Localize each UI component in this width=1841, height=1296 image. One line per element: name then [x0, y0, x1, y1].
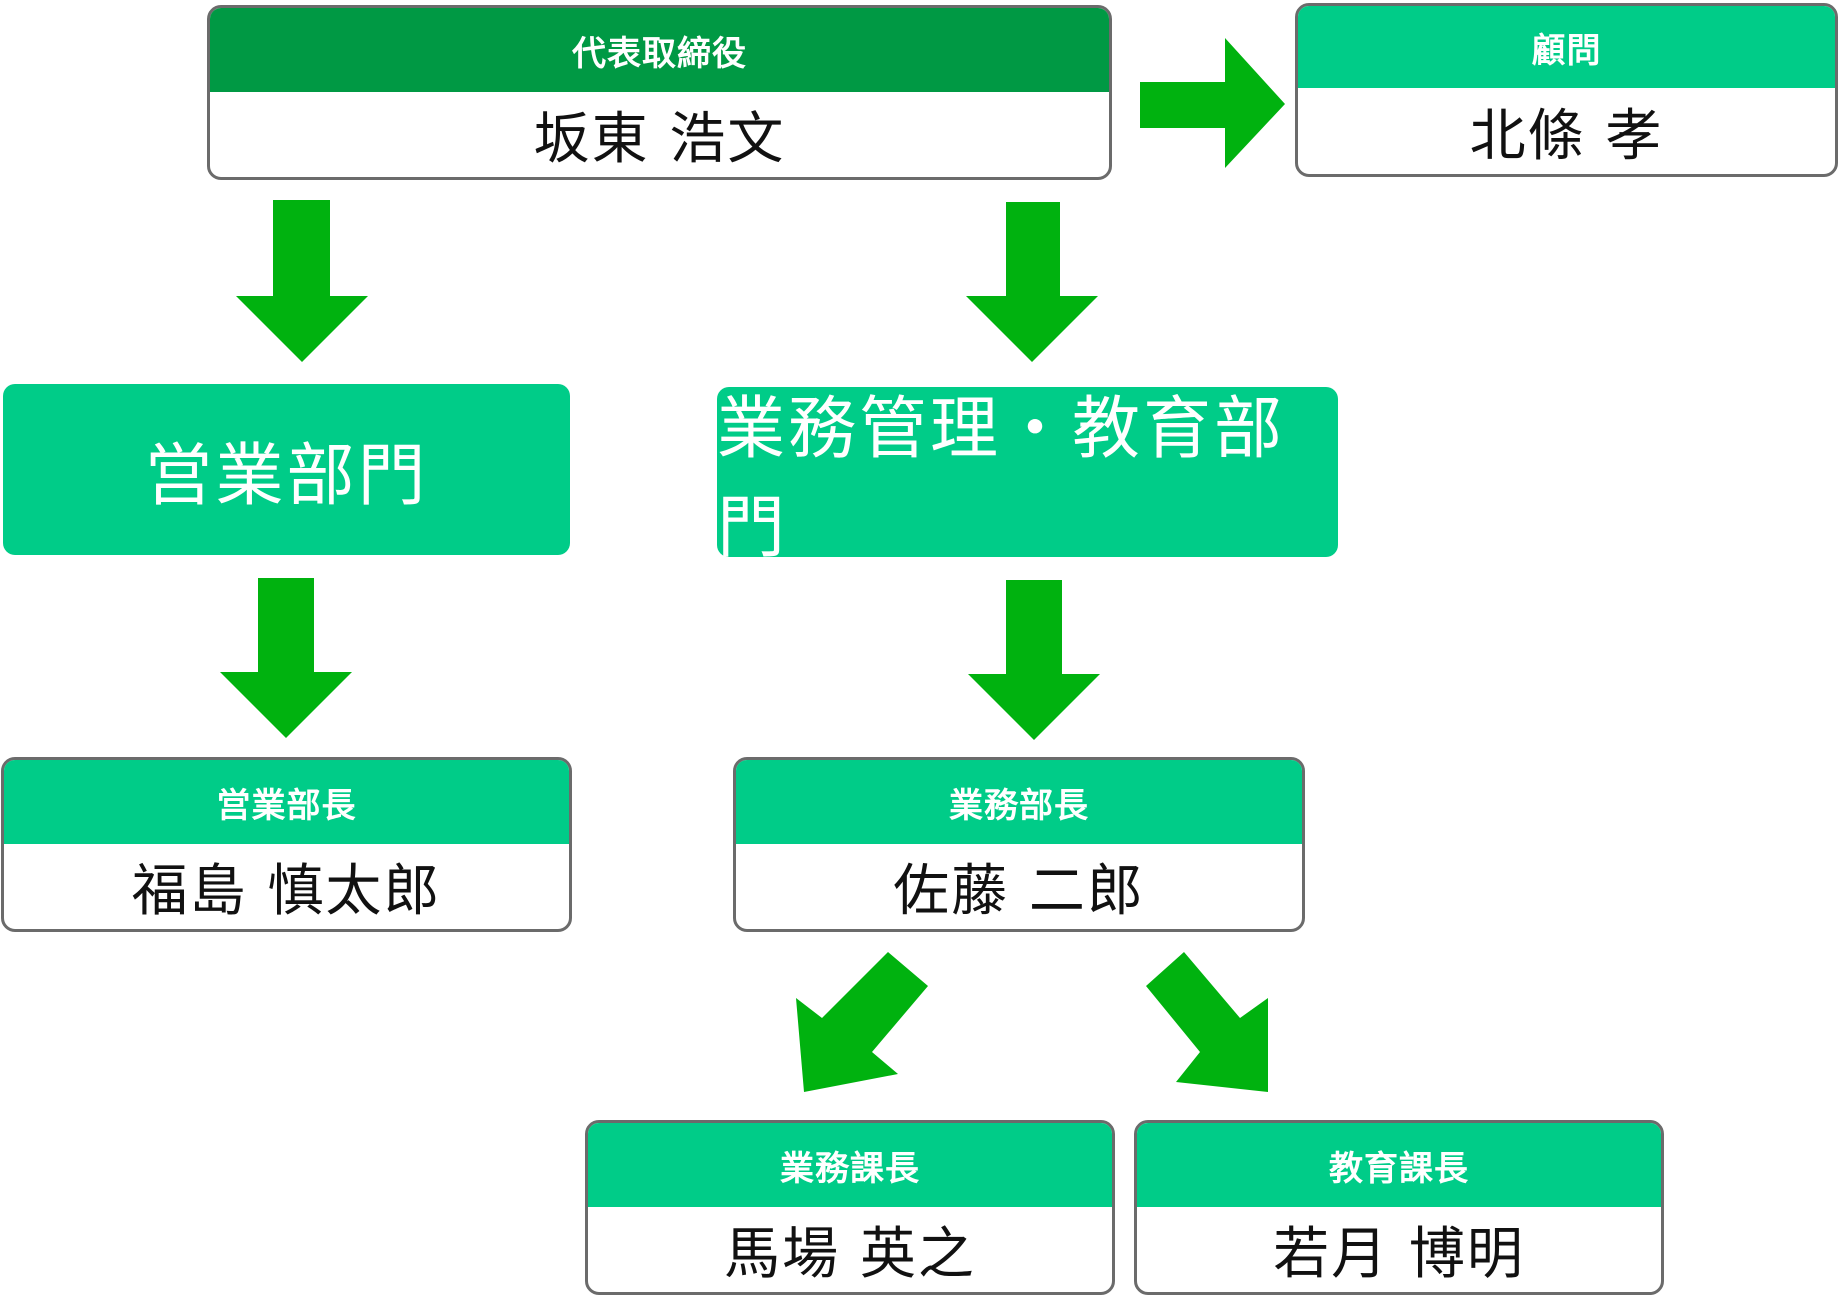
sales-manager-role-header: 営業部長: [4, 760, 569, 844]
education-section-chief-name: 若月 博明: [1273, 1222, 1525, 1287]
operations-education-department-box: 業務管理・教育部門: [717, 387, 1338, 568]
sales-department-box: 営業部門: [3, 384, 570, 555]
ceo-box: 代表取締役 坂東 浩文: [207, 5, 1112, 180]
advisor-box: 顧問 北條 孝: [1295, 3, 1838, 177]
operations-manager-box: 業務部長 佐藤 二郎: [733, 757, 1305, 932]
arrow-manager-to-education-chief: [1146, 952, 1268, 1092]
arrow-sales-dept-to-manager: [220, 578, 352, 738]
operations-section-chief-role-header: 業務課長: [588, 1123, 1112, 1207]
operations-section-chief-name: 馬場 英之: [724, 1222, 976, 1287]
arrow-ceo-to-operations-dept: [966, 202, 1098, 362]
arrow-ceo-to-advisor: [1140, 38, 1285, 168]
arrow-ceo-to-sales-dept: [236, 200, 368, 362]
advisor-role-header: 顧問: [1298, 6, 1835, 88]
education-section-chief-role-header: 教育課長: [1137, 1123, 1661, 1207]
operations-section-chief-box: 業務課長 馬場 英之: [585, 1120, 1115, 1295]
ceo-name: 坂東 浩文: [533, 107, 786, 172]
operations-manager-name: 佐藤 二郎: [893, 859, 1145, 924]
education-section-chief-box: 教育課長 若月 博明: [1134, 1120, 1664, 1295]
operations-manager-role-header: 業務部長: [736, 760, 1302, 844]
sales-manager-name: 福島 慎太郎: [131, 859, 442, 924]
ceo-role-header: 代表取締役: [210, 8, 1109, 92]
sales-manager-box: 営業部長 福島 慎太郎: [1, 757, 572, 932]
arrow-manager-to-operations-chief: [796, 952, 928, 1092]
arrow-operations-dept-to-manager: [968, 580, 1100, 740]
advisor-name: 北條 孝: [1469, 103, 1664, 169]
